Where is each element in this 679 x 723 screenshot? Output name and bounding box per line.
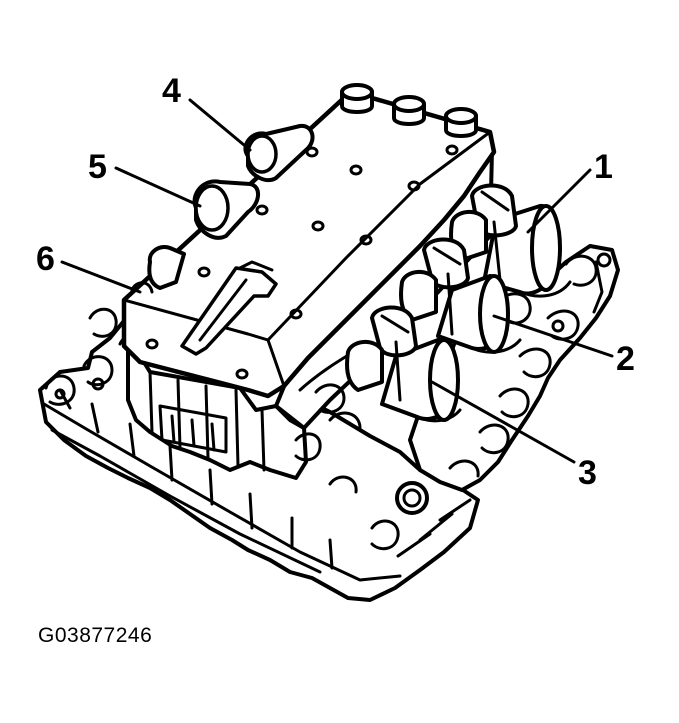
callout-2: 2	[616, 340, 635, 378]
solenoid-3	[345, 305, 460, 422]
leader-line-6	[60, 260, 142, 294]
leader-lines	[60, 98, 614, 464]
callout-labels: 1 2 3 4 5 6	[36, 72, 635, 492]
leader-line-1	[526, 168, 592, 234]
leader-line-5	[114, 166, 202, 208]
leader-line-3	[430, 380, 576, 464]
solenoid-5	[192, 179, 260, 240]
solenoid-6	[130, 245, 186, 294]
top-plug	[444, 107, 478, 138]
solenoid-2	[399, 237, 510, 354]
solenoid-4	[243, 123, 315, 183]
cover-plate	[121, 93, 497, 399]
callout-3: 3	[578, 454, 597, 492]
right-solenoids	[345, 183, 572, 423]
leader-line-4	[188, 98, 252, 152]
callout-1: 1	[594, 148, 613, 186]
cover-bolt-holes	[145, 144, 459, 380]
figure-id-label: G03877246	[38, 624, 153, 647]
callout-5: 5	[88, 148, 107, 186]
left-solenoids	[130, 123, 315, 294]
top-plug	[340, 83, 374, 114]
top-plug	[392, 95, 426, 126]
callout-4: 4	[162, 72, 181, 110]
leader-line-2	[492, 314, 614, 358]
callout-6: 6	[36, 240, 55, 278]
top-plugs	[340, 83, 478, 138]
